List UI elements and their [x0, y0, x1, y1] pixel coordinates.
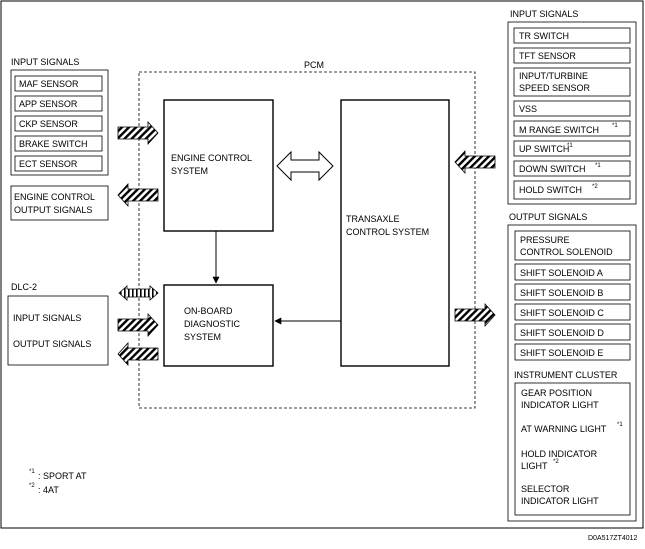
note-mark: *2 [553, 459, 559, 465]
instrument-cluster-header: INSTRUMENT CLUSTER [514, 370, 618, 380]
transaxle-line2: CONTROL SYSTEM [346, 227, 429, 237]
input-box-tr-switch [513, 27, 631, 44]
output-box-shift-solenoid-b [514, 283, 631, 301]
input-brake-switch: BRAKE SWITCH [19, 139, 88, 149]
note-2-text: : 4AT [38, 485, 59, 495]
output-items: PRESSURE CONTROL SOLENOID SHIFT SOLENOID… [514, 230, 631, 361]
dlc2-box [7, 295, 109, 366]
note-1-text: : SPORT AT [38, 471, 87, 481]
left-input-header: INPUT SIGNALS [11, 57, 79, 67]
instrument-cluster-box [514, 382, 631, 516]
dlc2-header: DLC-2 [11, 282, 37, 292]
transaxle-control-system-box [340, 99, 450, 367]
note-1-mark: *1 [29, 469, 35, 475]
arrow-dlc2-output [117, 341, 159, 367]
arrow-dlc2-input [117, 312, 159, 338]
output-shift-solenoid-d: SHIFT SOLENOID D [520, 328, 604, 338]
input-tr-switch: TR SWITCH [519, 31, 569, 41]
outer-frame [0, 0, 644, 529]
obd-line3: SYSTEM [184, 332, 221, 342]
arrow-right-outputs [454, 302, 496, 328]
input-box-down-switch [513, 160, 631, 177]
input-box-hold-switch [513, 180, 631, 200]
input-vss: VSS [519, 104, 537, 114]
cluster-gear-position-line2: INDICATOR LIGHT [521, 400, 599, 410]
output-box-shift-solenoid-a [514, 263, 631, 281]
output-pressure-line2: CONTROL SOLENOID [520, 247, 613, 257]
input-box-ckp-sensor [14, 115, 103, 132]
output-box-pressure-control-solenoid [514, 230, 631, 261]
input-box-ect-sensor [14, 155, 103, 172]
output-pressure-line1: PRESSURE [520, 235, 570, 245]
input-turbine-line1: INPUT/TURBINE [519, 71, 588, 81]
arrow-dlc2-bidirectional [118, 285, 159, 301]
output-box-shift-solenoid-d [514, 323, 631, 341]
note-2-mark: *2 [29, 483, 35, 489]
input-down-switch: DOWN SWITCH [519, 164, 586, 174]
output-shift-solenoid-b: SHIFT SOLENOID B [520, 288, 603, 298]
engine-control-line2: SYSTEM [171, 166, 208, 176]
note-mark: *1 [617, 422, 623, 428]
instrument-cluster-items: GEAR POSITION INDICATOR LIGHT AT WARNING… [521, 388, 623, 506]
note-mark: *1 [612, 123, 618, 129]
input-box-vss [513, 100, 631, 117]
output-box-shift-solenoid-c [514, 303, 631, 321]
transaxle-line1: TRANSAXLE [346, 214, 400, 224]
input-box-brake-switch [14, 135, 103, 152]
cluster-hold-indicator-line1: HOLD INDICATOR [521, 449, 598, 459]
engine-output-box [10, 185, 109, 221]
arrow-input-to-engine [117, 120, 159, 146]
pcm-label: PCM [304, 60, 324, 70]
output-shift-solenoid-e: SHIFT SOLENOID E [520, 348, 603, 358]
pcm-boundary [138, 71, 476, 409]
input-box-maf-sensor [14, 75, 103, 92]
dlc2-input-signals: INPUT SIGNALS [13, 313, 81, 323]
cluster-gear-position-line1: GEAR POSITION [521, 388, 592, 398]
obd-line1: ON-BOARD [184, 306, 233, 316]
cluster-selector-line1: SELECTOR [521, 484, 570, 494]
note-mark: *1 [567, 143, 573, 149]
left-input-items: MAF SENSOR APP SENSOR CKP SENSOR BRAKE S… [14, 75, 103, 172]
input-tft-sensor: TFT SENSOR [519, 51, 576, 61]
input-maf-sensor: MAF SENSOR [19, 79, 79, 89]
note-mark: *2 [592, 184, 598, 190]
cluster-selector-line2: INDICATOR LIGHT [521, 496, 599, 506]
obd-line2: DIAGNOSTIC [184, 319, 241, 329]
input-app-sensor: APP SENSOR [19, 99, 78, 109]
input-box-app-sensor [14, 95, 103, 112]
output-header: OUTPUT SIGNALS [509, 212, 587, 222]
input-ckp-sensor: CKP SENSOR [19, 119, 78, 129]
input-box-turbine-speed-sensor [513, 67, 631, 97]
output-shift-solenoid-a: SHIFT SOLENOID A [520, 268, 603, 278]
engine-control-line1: ENGINE CONTROL [171, 153, 252, 163]
input-box-m-range-switch [513, 120, 631, 137]
right-input-header: INPUT SIGNALS [510, 9, 578, 19]
figure-code: D0A517ZT4012 [588, 535, 638, 542]
input-m-range-switch: M RANGE SWITCH [519, 125, 599, 135]
input-hold-switch: HOLD SWITCH [519, 185, 582, 195]
arrow-engine-output [117, 182, 159, 208]
arrow-right-inputs [454, 149, 496, 175]
cluster-hold-indicator-line2: LIGHT [521, 461, 548, 471]
dlc2-output-signals: OUTPUT SIGNALS [13, 339, 91, 349]
obd-system-box [163, 284, 274, 367]
input-up-switch: UP SWITCH [519, 144, 569, 154]
input-ect-sensor: ECT SENSOR [19, 159, 78, 169]
input-box-tft-sensor [513, 47, 631, 64]
engine-output-line2: OUTPUT SIGNALS [14, 205, 92, 215]
output-box-shift-solenoid-e [514, 343, 631, 361]
right-input-items: TR SWITCH TFT SENSOR INPUT/TURBINE SPEED… [513, 27, 631, 200]
engine-output-line1: ENGINE CONTROL [14, 192, 95, 202]
output-shift-solenoid-c: SHIFT SOLENOID C [520, 308, 604, 318]
cluster-at-warning-light: AT WARNING LIGHT [521, 424, 607, 434]
arrow-engine-transaxle-link [276, 150, 334, 182]
input-box-up-switch [513, 140, 631, 157]
note-mark: *1 [595, 163, 601, 169]
input-turbine-line2: SPEED SENSOR [519, 83, 591, 93]
engine-control-system-box [163, 99, 274, 232]
